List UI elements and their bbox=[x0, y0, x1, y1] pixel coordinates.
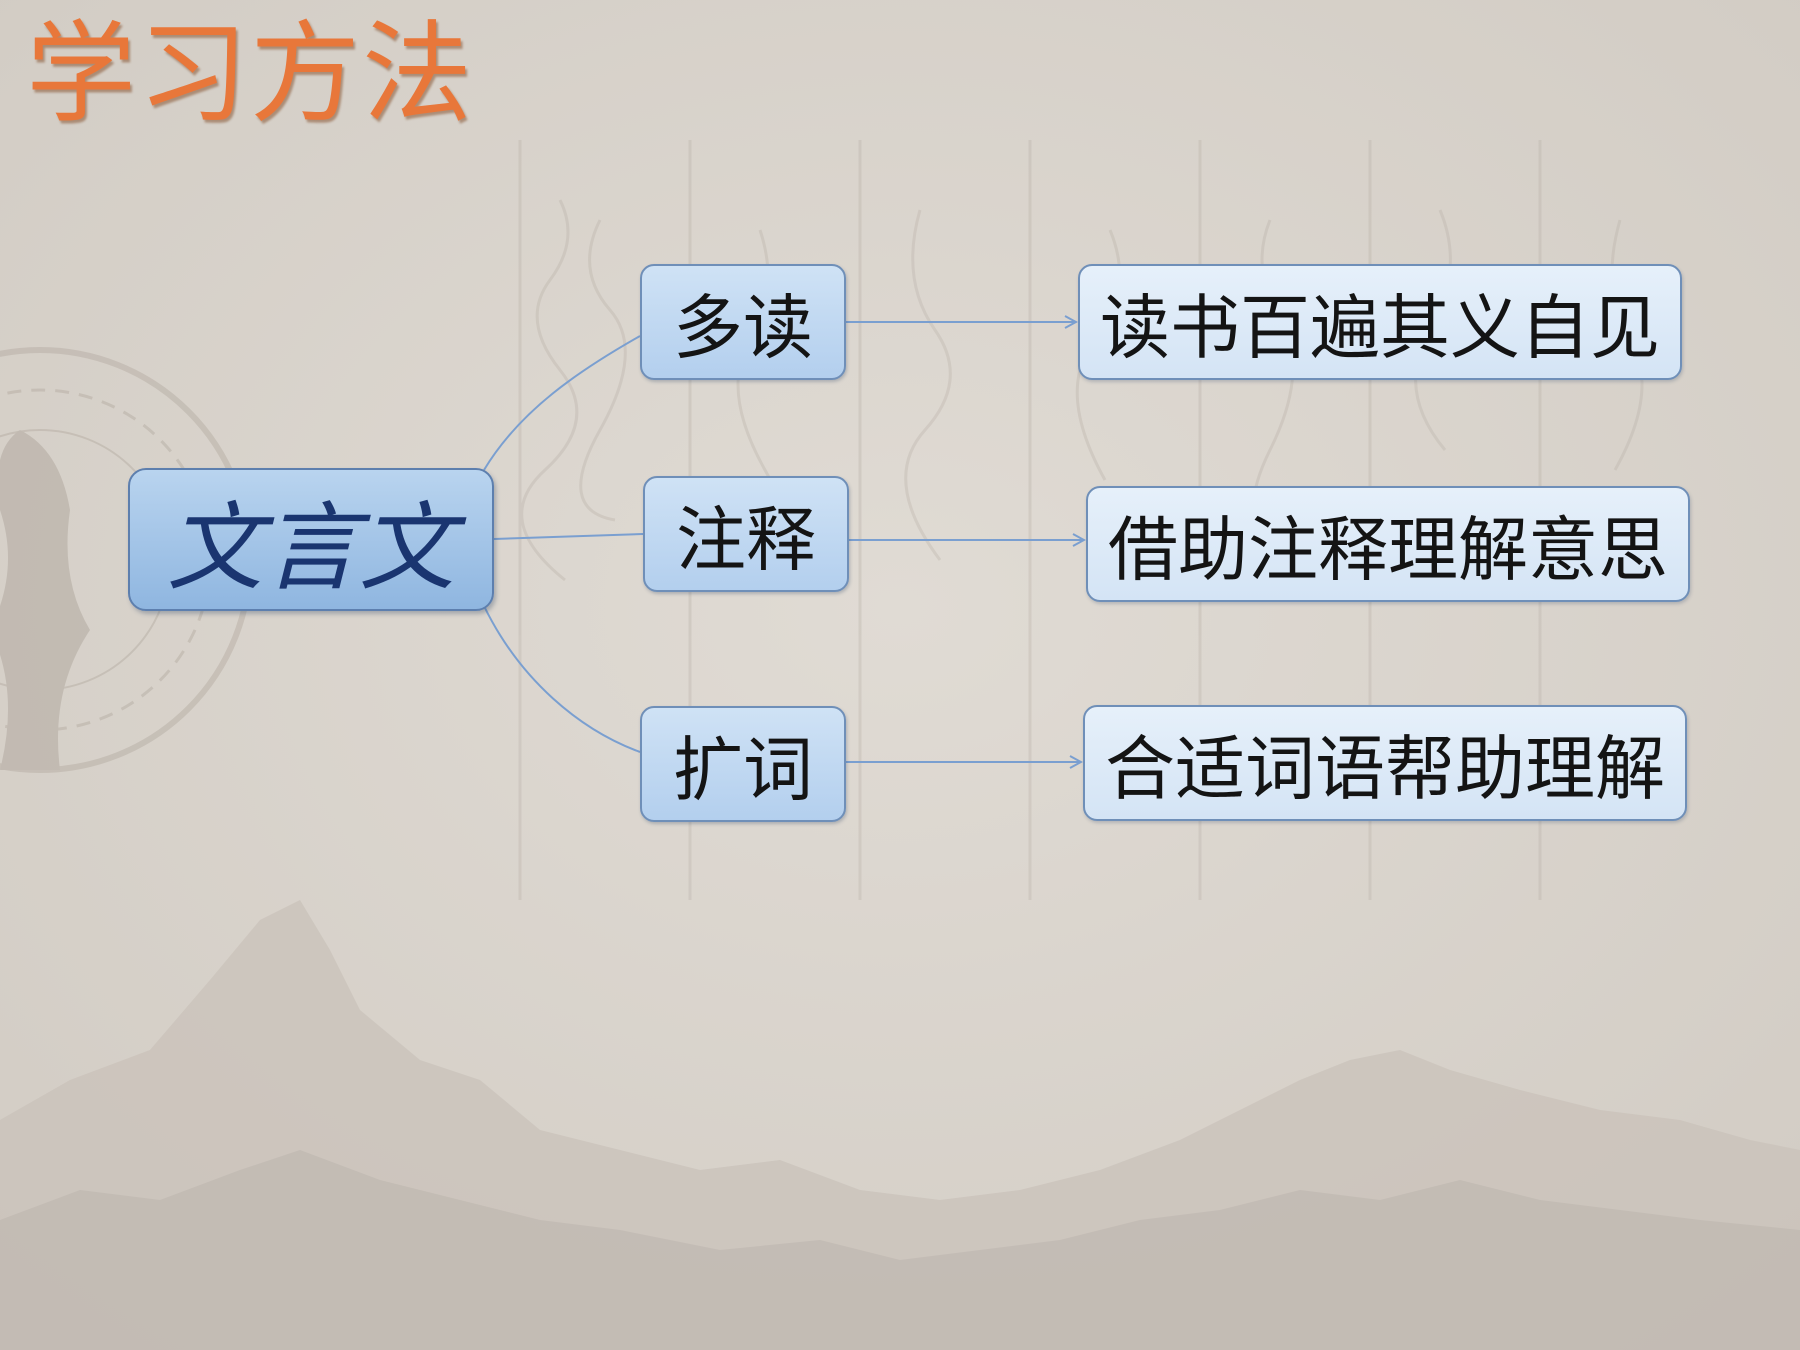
branch-connector-2 bbox=[493, 533, 644, 540]
root-node[interactable]: 文言文 bbox=[128, 468, 494, 611]
detail-node-zhushi[interactable]: 借助注释理解意思 bbox=[1086, 486, 1690, 602]
mountain-silhouettes bbox=[0, 900, 1800, 1350]
detail-node-kuoci[interactable]: 合适词语帮助理解 bbox=[1083, 705, 1687, 821]
method-node-kuoci[interactable]: 扩词 bbox=[640, 706, 846, 822]
branch-connector-1 bbox=[483, 335, 641, 471]
method-node-zhushi[interactable]: 注释 bbox=[643, 476, 849, 592]
branch-connector-3 bbox=[483, 605, 641, 753]
method-node-duodu[interactable]: 多读 bbox=[640, 264, 846, 380]
slide-title: 学习方法 bbox=[26, 10, 474, 138]
detail-node-duodu[interactable]: 读书百遍其义自见 bbox=[1078, 264, 1682, 380]
